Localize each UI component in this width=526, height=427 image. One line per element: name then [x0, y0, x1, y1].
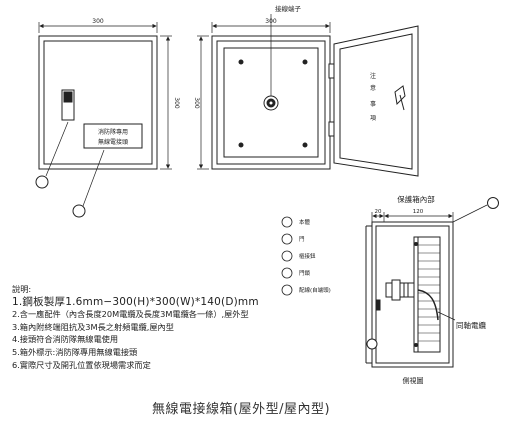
cable-label: 同軸電纜	[456, 320, 486, 330]
plate-line-1: 消防隊專用	[98, 128, 128, 136]
hinge	[328, 63, 335, 79]
note-item: 6.實際尺寸及開孔位置依現場需求而定	[12, 359, 151, 370]
legend-circle	[281, 267, 293, 279]
door-text-4: 項	[370, 115, 376, 122]
side-view-caption: 側視圖	[403, 376, 424, 385]
side-view-header: 保護箱內部	[397, 194, 435, 204]
door-latch	[394, 85, 406, 106]
drawing-title: 無線電接線箱(屋外型/屋內型)	[152, 402, 331, 417]
hinge	[328, 121, 335, 137]
label-plate	[83, 123, 143, 149]
side-dim-right: 120	[413, 209, 424, 215]
legend	[281, 216, 293, 296]
legend-label: 門	[299, 236, 305, 243]
notes: 說明: 1.鋼板製厚1.6mm−300(H)*300(W)*140(D)mm 2…	[12, 283, 259, 371]
open-view	[197, 14, 419, 177]
note-item: 4.接頭符合消防隊無線電使用	[12, 334, 119, 345]
door-text-3: 事	[370, 100, 376, 108]
front-width-dim: 300	[92, 18, 104, 25]
coax-cable	[417, 289, 439, 321]
legend-circle	[281, 250, 293, 262]
door-text-1: 注	[370, 72, 376, 80]
legend-label: 本體	[299, 218, 311, 226]
door-text-2: 意	[370, 84, 376, 92]
legend-circle	[281, 216, 293, 228]
legend-circle	[281, 233, 293, 245]
note-item: 2.含一應配件（內含長度20M電纜及長度3M電纜各一條）,屋外型	[12, 309, 249, 320]
callout-circle	[72, 204, 86, 218]
open-door	[333, 25, 419, 177]
legend-label: 配線(自端頭)	[299, 286, 331, 294]
note-item: 1.鋼板製厚1.6mm−300(H)*300(W)*140(D)mm	[12, 295, 259, 308]
front-height-dim: 300	[173, 97, 180, 109]
legend-circle	[281, 284, 293, 296]
open-height-dim: 300	[193, 97, 200, 109]
side-dim-left: 20	[375, 209, 382, 215]
note-item: 3.箱內附終端阻抗及3M長之射頻電纜,屋內型	[12, 321, 174, 332]
legend-label: 門鎖	[299, 269, 311, 277]
front-handle	[61, 89, 75, 121]
front-view	[35, 22, 172, 218]
callout-circle	[35, 175, 49, 189]
callout-circle	[487, 197, 499, 209]
callout-circle	[366, 338, 378, 350]
open-width-dim: 300	[265, 18, 277, 25]
notes-heading: 說明:	[12, 284, 32, 294]
legend-label: 樞接鈕	[299, 252, 316, 260]
side-view	[365, 197, 499, 368]
note-item: 5.箱外標示:消防隊專用無線電接頭	[12, 346, 138, 357]
plate-line-2: 無線電接頭	[98, 138, 128, 146]
terminal-label: 接線端子	[275, 4, 302, 13]
